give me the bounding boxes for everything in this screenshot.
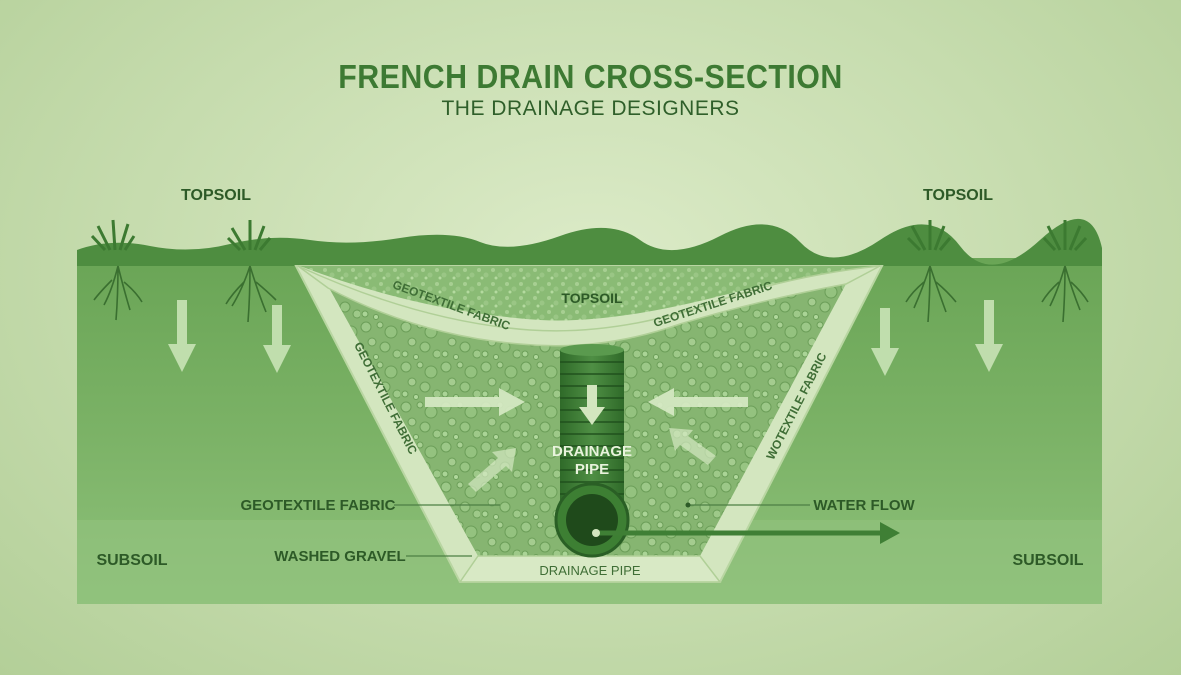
infiltration-arrows [168, 300, 1003, 376]
grass-tuft-left-1 [90, 219, 143, 321]
subsoil-label-left: SUBSOIL [96, 552, 167, 569]
page-title: FRENCH DRAIN CROSS-SECTION [338, 58, 843, 95]
drainage-pipe-label-line2: PIPE [575, 461, 609, 478]
water-flow-origin [592, 529, 600, 537]
grass-tuft-right-1 [905, 220, 957, 323]
topsoil-label-right: TOPSOIL [923, 187, 993, 204]
grass-tuft-right-2 [1041, 220, 1089, 323]
topsoil-label-left: TOPSOIL [181, 187, 251, 204]
inflow-arrows [425, 388, 748, 492]
page-subtitle: THE DRAINAGE DESIGNERS [441, 97, 740, 120]
drainage-pipe-label-line1: DRAINAGE [552, 443, 632, 460]
water-flow-arrowhead [880, 522, 900, 544]
geotextile-fabric-top [297, 265, 881, 347]
grass-strip [77, 218, 1102, 266]
callout-dot-water [685, 502, 691, 508]
subsoil-label-right: SUBSOIL [1012, 552, 1083, 569]
trench-topsoil [300, 266, 878, 321]
callout-washed-gravel: WASHED GRAVEL [274, 548, 405, 565]
bottom-layer-label: DRAINAGE PIPE [539, 563, 640, 578]
topsoil-label-center: TOPSOIL [561, 290, 623, 306]
drainage-pipe [554, 344, 630, 558]
geotextile-fabric-bottom [458, 555, 722, 583]
grass-tuft-left-2 [225, 220, 277, 323]
callout-water-flow: WATER FLOW [813, 497, 915, 514]
callout-geotextile-fabric: GEOTEXTILE FABRIC [240, 497, 395, 514]
